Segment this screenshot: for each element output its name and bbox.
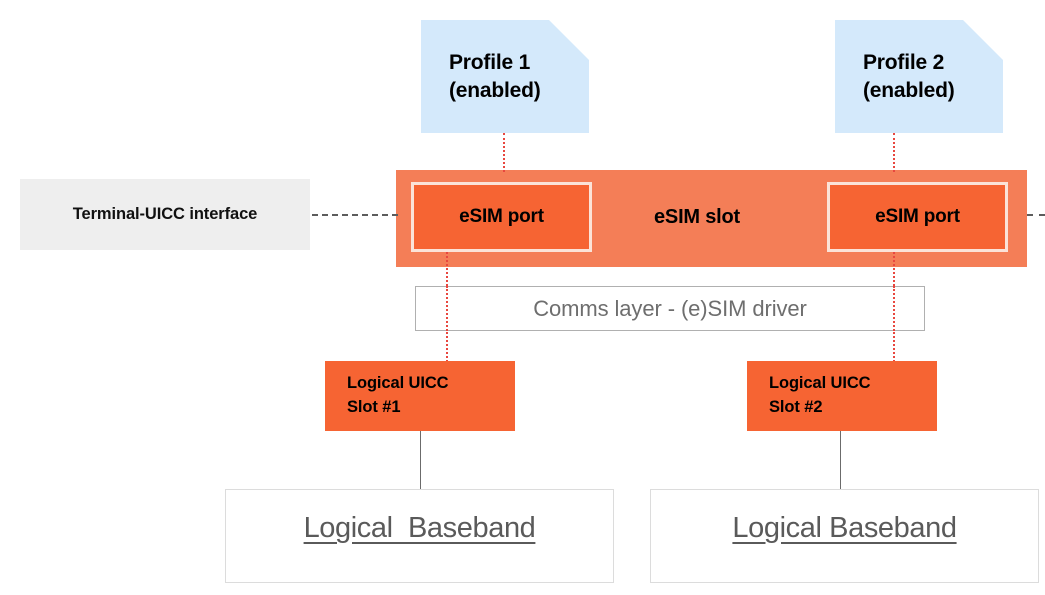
terminal-uicc-interface-box[interactable]: Terminal-UICC interface: [20, 179, 310, 250]
esim-port-1-label: eSIM port: [459, 206, 544, 227]
profile-card-2-label: Profile 2 (enabled): [863, 50, 955, 102]
connector-slot-right-stub: [1027, 214, 1045, 216]
connector-uicc2-to-baseband2: [840, 431, 841, 489]
connector-profile2-to-port2: [893, 133, 895, 172]
esim-port-2[interactable]: eSIM port: [827, 182, 1008, 252]
esim-port-1[interactable]: eSIM port: [411, 182, 592, 252]
terminal-uicc-interface-label: Terminal-UICC interface: [72, 205, 258, 223]
connector-interface-to-slot: [312, 214, 398, 216]
logical-uicc-slot-2[interactable]: Logical UICC Slot #2: [747, 361, 937, 431]
logical-uicc-slot-2-label: Logical UICC Slot #2: [769, 374, 871, 416]
logical-baseband-1-label: Logical Baseband: [303, 512, 536, 544]
esim-port-2-label: eSIM port: [875, 206, 960, 227]
logical-baseband-2-label: Logical Baseband: [732, 512, 957, 544]
logical-baseband-2[interactable]: Logical Baseband: [650, 489, 1039, 583]
comms-layer-box[interactable]: Comms layer - (e)SIM driver: [415, 286, 925, 331]
profile-card-1[interactable]: Profile 1 (enabled): [421, 20, 589, 133]
connector-port2-through-comms: [893, 286, 895, 331]
logical-uicc-slot-1-label: Logical UICC Slot #1: [347, 374, 449, 416]
logical-uicc-slot-1[interactable]: Logical UICC Slot #1: [325, 361, 515, 431]
comms-layer-label: Comms layer - (e)SIM driver: [533, 295, 807, 321]
connector-port1-through-comms: [446, 286, 448, 331]
logical-baseband-1[interactable]: Logical Baseband: [225, 489, 614, 583]
profile-card-2[interactable]: Profile 2 (enabled): [835, 20, 1003, 133]
esim-slot-label: eSIM slot: [654, 206, 740, 228]
profile-card-1-label: Profile 1 (enabled): [449, 50, 541, 102]
connector-uicc1-to-baseband1: [420, 431, 421, 489]
connector-profile1-to-port1: [503, 133, 505, 172]
